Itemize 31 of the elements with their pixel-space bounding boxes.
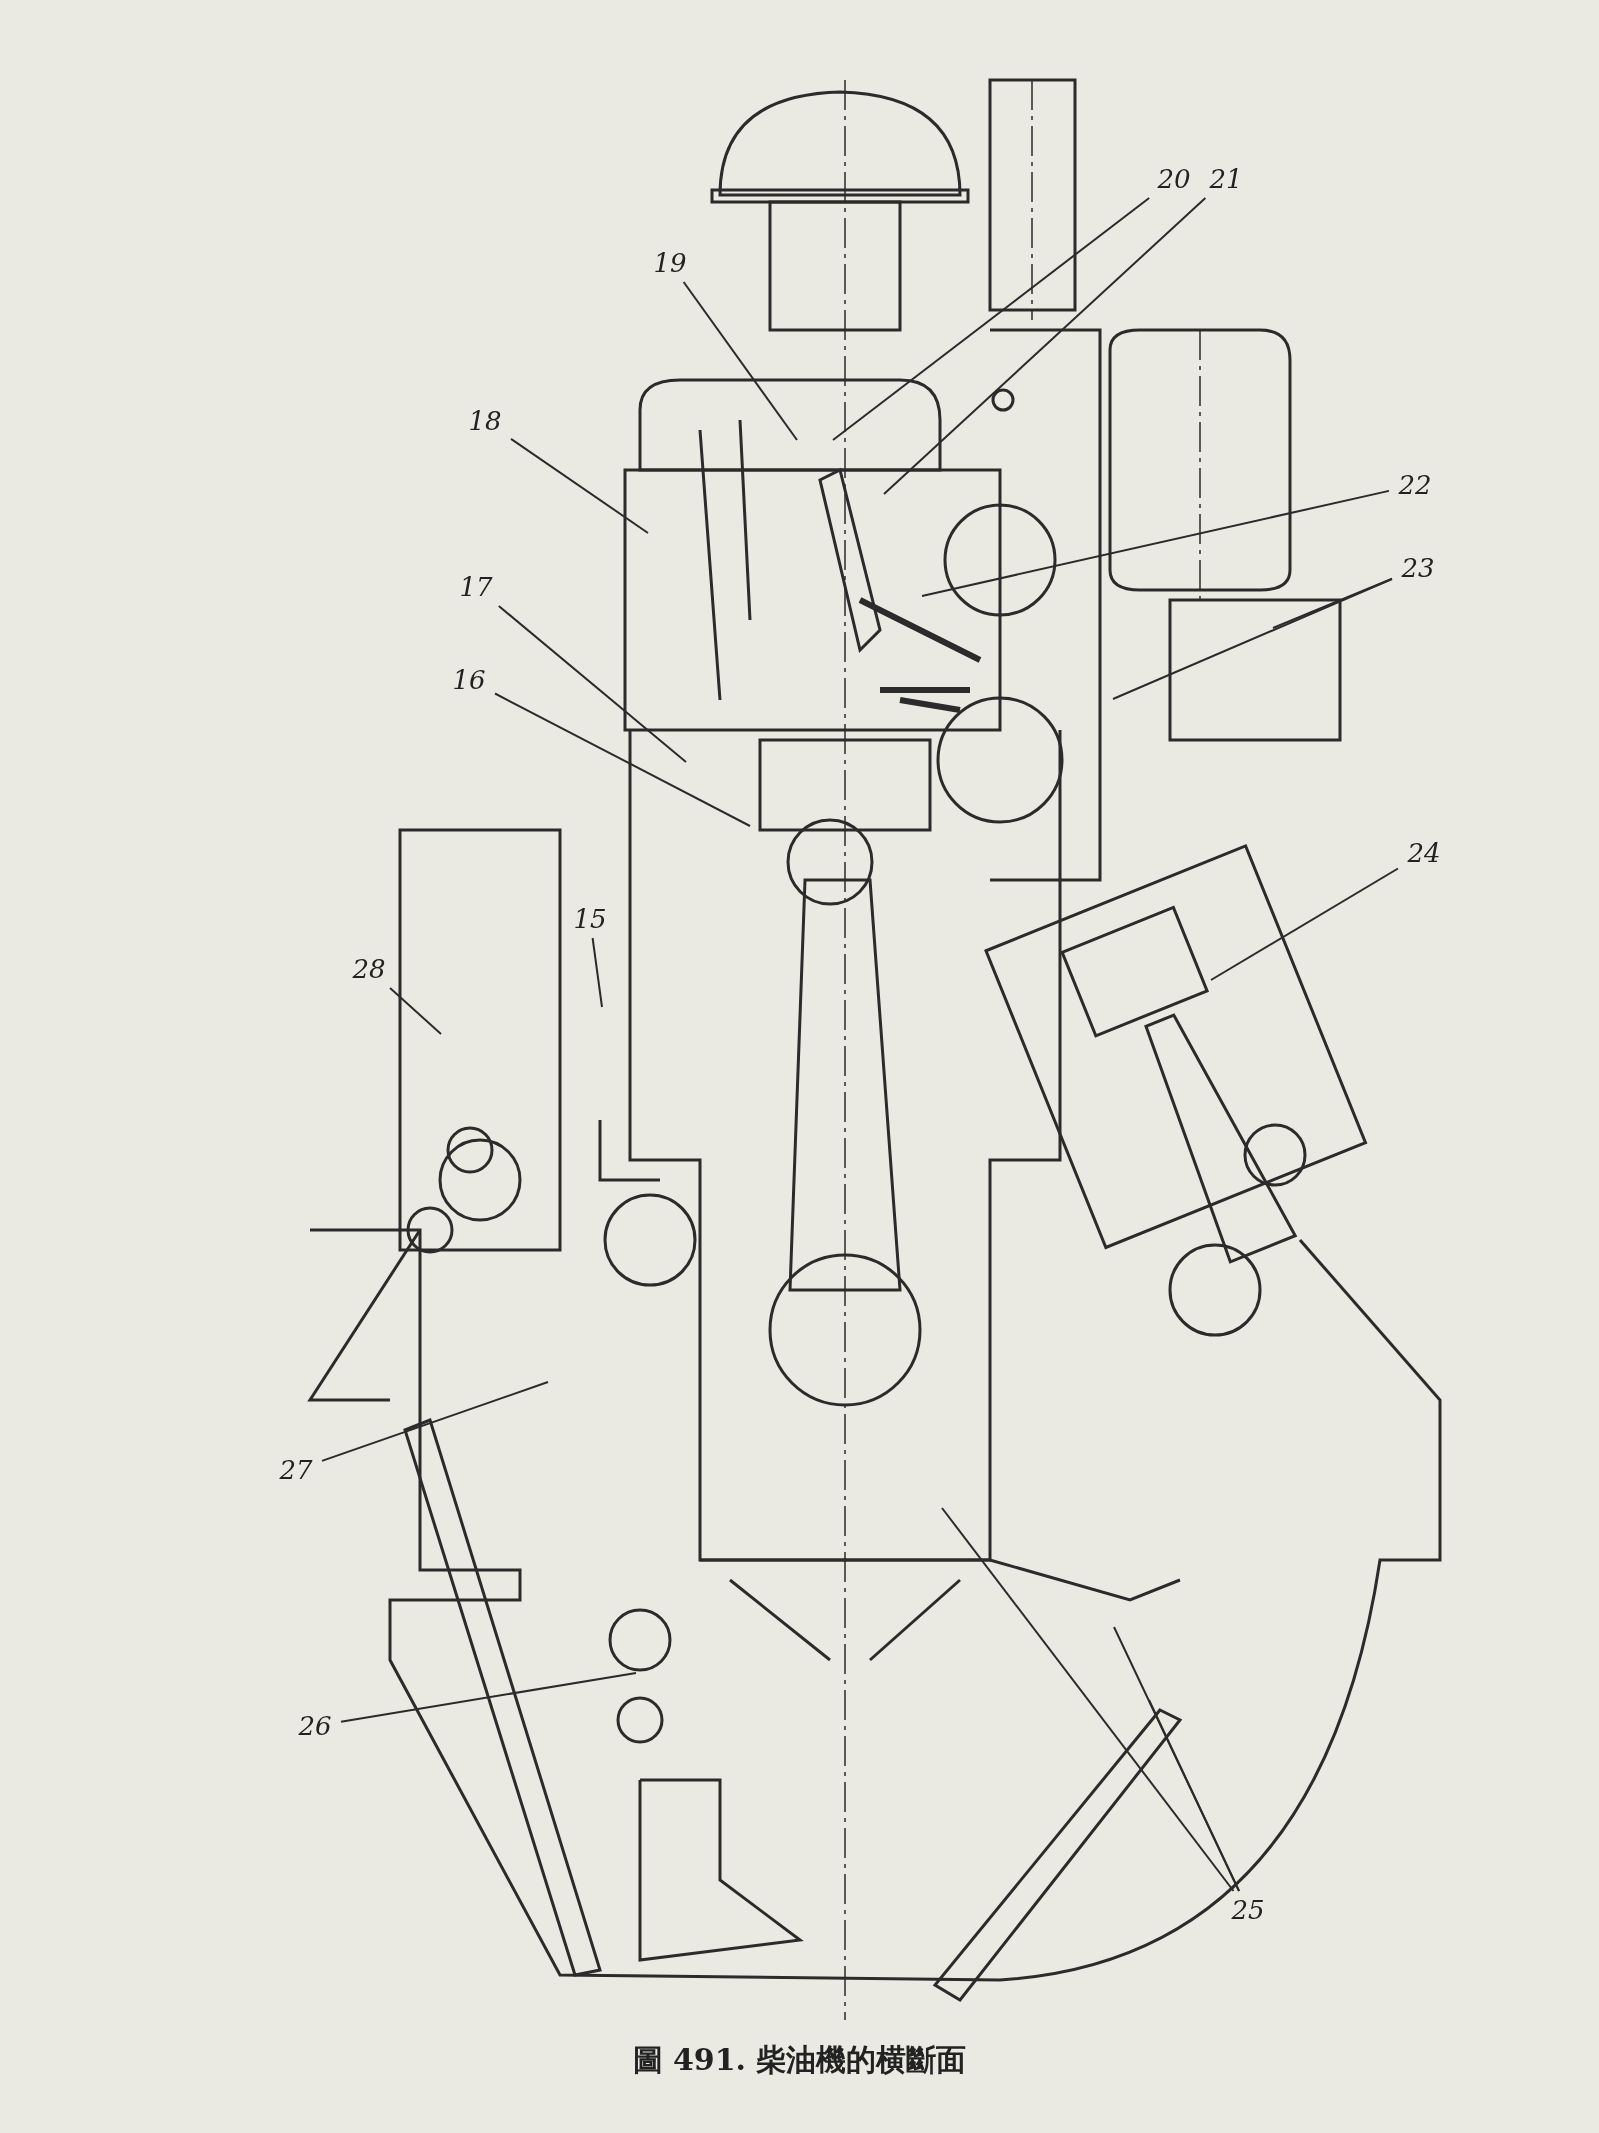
leader-line: [921, 489, 1390, 597]
leader-line: [510, 437, 649, 534]
leader-line: [389, 987, 442, 1035]
callout-number: 15: [566, 902, 614, 936]
callout-number: 16: [445, 663, 493, 697]
callout-number: 28: [345, 952, 393, 986]
callout-number: 18: [461, 404, 509, 438]
leader-line: [941, 1507, 1235, 1892]
callout-number: 21: [1202, 162, 1250, 196]
leader-line: [497, 605, 687, 763]
callout-number: 19: [646, 246, 694, 280]
callout-number: 25: [1224, 1893, 1272, 1927]
leader-line: [832, 197, 1151, 441]
callout-number: 24: [1400, 836, 1448, 870]
callout-number: 27: [272, 1453, 320, 1487]
callout-number: 20: [1150, 162, 1198, 196]
callout-number: 26: [291, 1709, 339, 1743]
leader-line: [321, 1381, 549, 1462]
leader-line: [591, 937, 603, 1008]
leader-line: [340, 1672, 637, 1723]
leader-line: [1148, 1699, 1241, 1892]
leader-line: [1272, 577, 1393, 629]
figure-caption: 圖 491. 柴油機的横斷面: [631, 2041, 968, 2079]
callout-number: 23: [1394, 551, 1442, 585]
callout-number: 22: [1391, 468, 1439, 502]
leader-line: [494, 692, 751, 827]
leader-line: [682, 281, 798, 441]
leader-line: [1210, 867, 1399, 981]
leader-line: [1112, 578, 1393, 700]
leader-line: [883, 197, 1207, 495]
callout-number: 17: [452, 570, 500, 604]
